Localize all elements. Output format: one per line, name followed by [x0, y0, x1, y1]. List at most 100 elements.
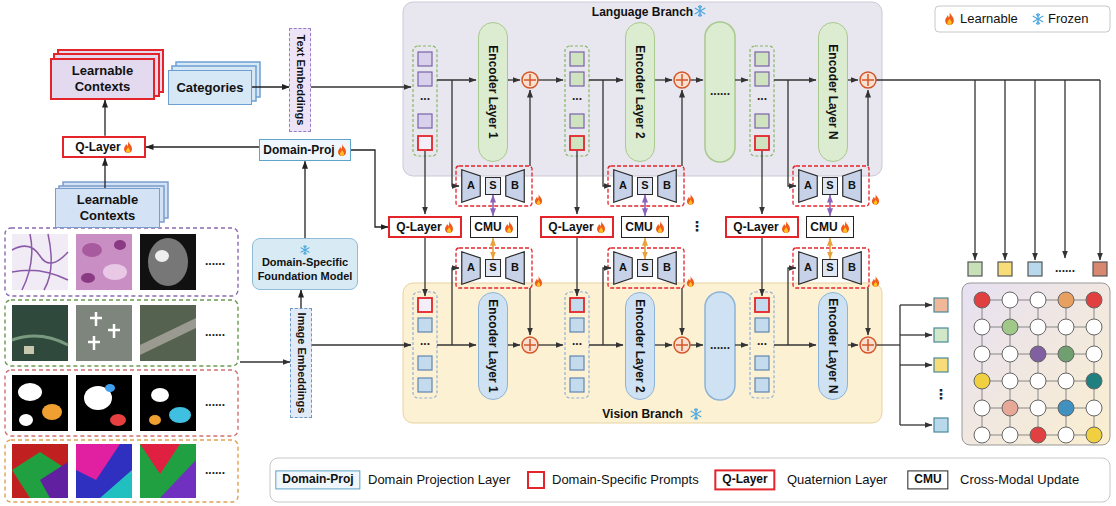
node-label: S — [641, 261, 648, 274]
node-label: B — [511, 261, 519, 274]
flow-arrow — [761, 238, 762, 296]
node-label: A — [804, 261, 812, 274]
node-label: A — [619, 261, 627, 274]
flow-arrow — [1099, 80, 1100, 260]
segmentation-image — [169, 407, 191, 423]
similarity-matrix — [1086, 319, 1102, 335]
trapezoid-outline — [843, 170, 862, 203]
flow-arrow — [848, 344, 858, 345]
image-token — [570, 318, 584, 332]
similarity-matrix — [1030, 346, 1046, 362]
similarity-matrix — [1002, 292, 1018, 308]
flow-arrow — [735, 344, 748, 345]
flow-arrow — [603, 268, 611, 345]
node-label: Learnable Contexts — [55, 63, 150, 94]
trapezoid-outline — [658, 252, 677, 285]
flow-arrow — [900, 334, 932, 335]
encoder-layer: Encoder Layer N — [818, 22, 848, 162]
satellite-image — [12, 305, 68, 361]
trapezoid-outline — [462, 252, 481, 285]
ellipsis: ... — [420, 335, 430, 348]
node-label: Image Embeddings — [294, 313, 307, 414]
ellipsis: ...... — [205, 396, 225, 409]
similarity-matrix — [1086, 427, 1102, 443]
flow-arrow — [452, 268, 459, 345]
connector-arrow — [300, 290, 301, 308]
similarity-matrix — [1058, 373, 1074, 389]
hyperspectral-image — [12, 444, 196, 498]
learnable-icon — [505, 221, 513, 233]
similarity-matrix — [974, 427, 990, 443]
flow-arrow — [538, 79, 563, 80]
ellipsis: ... — [572, 335, 582, 348]
ellipsis: ... — [572, 90, 582, 103]
text-feature — [998, 262, 1012, 276]
hyperspectral-image — [140, 444, 180, 474]
image-token — [418, 378, 432, 392]
text-token — [418, 52, 432, 66]
node-label: B — [663, 179, 671, 192]
ellipsis: ...... — [710, 85, 730, 98]
branch-panel-ground — [403, 283, 882, 423]
image-token — [418, 318, 432, 332]
text-feature — [968, 262, 982, 276]
branch-panel: Vision BranchEncoder Layer 1Encoder Laye… — [403, 283, 882, 423]
flow-arrow — [681, 288, 682, 335]
learnable-icon — [597, 221, 605, 233]
hyperspectral-image — [76, 444, 132, 498]
node-label: S — [489, 261, 496, 274]
similarity-matrix — [974, 346, 990, 362]
node-label: B — [663, 261, 671, 274]
adapter-group-frame — [608, 166, 684, 206]
branch-panel-ground — [403, 2, 882, 176]
text-feature — [1093, 262, 1107, 276]
branch-panel-ground — [403, 2, 882, 423]
segmentation-image — [19, 414, 33, 426]
flow-arrow — [424, 151, 425, 214]
token-column — [750, 292, 774, 398]
flow-arrow — [529, 90, 530, 166]
domain-prompt-token — [418, 136, 432, 150]
hyperspectral-image — [160, 460, 196, 498]
hyperspectral-image — [12, 444, 68, 498]
adapter-up-proj: B — [842, 169, 862, 203]
learnable-icon — [945, 12, 954, 25]
similarity-matrix — [982, 300, 1094, 435]
image-feature — [934, 418, 948, 432]
node-label: CMU — [810, 220, 837, 234]
similarity-matrix — [1002, 373, 1018, 389]
learnable-icon — [782, 221, 790, 233]
flow-arrow — [655, 79, 672, 80]
trapezoid-outline — [462, 170, 481, 203]
learnable-icon — [445, 221, 453, 233]
hyperspectral-image — [76, 444, 120, 480]
node-label: A — [467, 261, 475, 274]
image-token — [570, 356, 584, 370]
segmentation-image — [140, 375, 196, 431]
node-label: Text Embeddings — [293, 35, 306, 126]
text-token — [570, 72, 584, 86]
learnable-icon — [656, 221, 664, 233]
cross-modal-update: CMU — [470, 216, 518, 238]
legend-sample: CMU — [907, 470, 948, 489]
hyperspectral-image — [140, 444, 196, 498]
node-label: Encoder Layer 1 — [486, 299, 500, 392]
image-token — [418, 356, 432, 370]
legend-frame — [270, 458, 1110, 502]
node-label: Q-Layer — [733, 220, 778, 234]
adapter-down-proj: A — [613, 251, 633, 285]
node-label: Domain-Specific Foundation Model — [256, 256, 354, 282]
flow-arrow — [508, 344, 520, 345]
similarity-matrix — [1058, 400, 1074, 416]
connector-arrow — [492, 238, 494, 259]
flow-arrow — [589, 79, 623, 80]
pathology-image — [155, 250, 169, 262]
domain-prompt-token — [570, 298, 584, 312]
token-column — [750, 46, 774, 156]
learnable-icon — [123, 141, 133, 153]
satellite-image — [76, 305, 132, 361]
learnable-icon — [872, 276, 879, 287]
similarity-matrix — [1002, 346, 1018, 362]
encoder-layer: Encoder Layer 2 — [625, 292, 655, 400]
